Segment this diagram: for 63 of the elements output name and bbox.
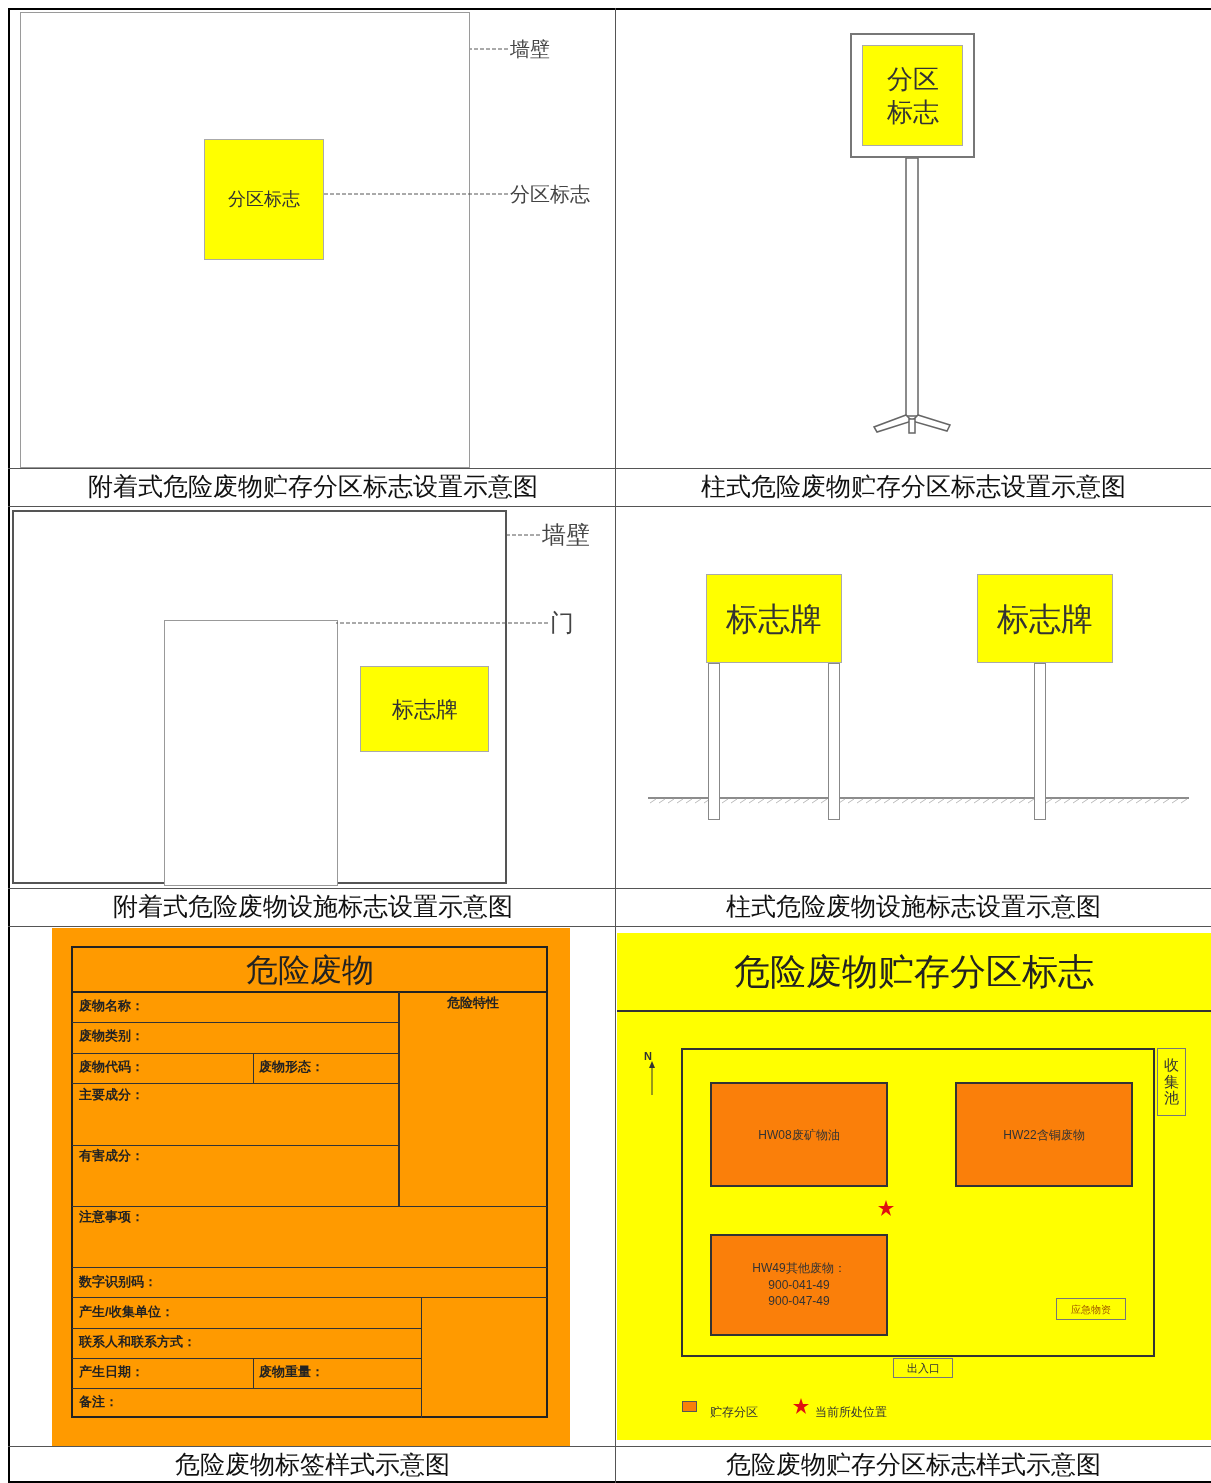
north-label: N (644, 1050, 652, 1062)
caption: 柱式危险废物设施标志设置示意图 (725, 892, 1101, 923)
leader-line (506, 534, 541, 536)
callout-label: 墙壁 (542, 520, 602, 550)
pool-label: 收集池 (1164, 1057, 1179, 1107)
sign-text: HW49其他废物： (752, 1259, 846, 1277)
facility-sign (360, 666, 489, 752)
caption: 附着式危险废物设施标志设置示意图 (112, 892, 513, 923)
field-label: 产生/收集单位： (79, 1305, 174, 1318)
sign-text: 900-041-49 (768, 1276, 830, 1294)
pool-box (1157, 1048, 1186, 1116)
wall-outline (20, 12, 470, 468)
storage-zone (955, 1082, 1133, 1187)
leader-line (469, 48, 509, 50)
supplies-box (1056, 1298, 1126, 1320)
waste-label-card (71, 946, 548, 1418)
field-label: 注意事项： (79, 1210, 144, 1223)
caption: 附着式危险废物贮存分区标志设置示意图 (87, 472, 538, 503)
sign-text: 分区标志 (228, 188, 300, 211)
sign-text: HW08废矿物油 (758, 1126, 840, 1144)
field-label: 联系人和联系方式： (79, 1335, 196, 1348)
field-label: 备注： (79, 1395, 118, 1408)
field-label: 废物重量： (259, 1365, 324, 1378)
storage-zone (710, 1234, 888, 1336)
sign-frame (850, 33, 975, 158)
wall-outline (12, 510, 507, 884)
zone-sign (204, 139, 324, 260)
callout-label: 门 (550, 609, 580, 637)
field-label: 有害成分： (79, 1149, 144, 1162)
sign-text: 标志牌 (997, 599, 1093, 639)
leader-line (335, 622, 549, 624)
facility-sign (977, 574, 1113, 663)
sign-text: 分区标志 (885, 63, 940, 128)
door-outline (164, 620, 338, 886)
label-heading: 危险废物 (245, 950, 374, 990)
field-label: 主要成分： (79, 1088, 144, 1101)
legend-text: 当前所处位置 (815, 1405, 887, 1419)
field-label: 废物类别： (79, 1029, 144, 1042)
storage-area-outline (681, 1048, 1155, 1357)
storage-zone (710, 1082, 888, 1187)
leader-line (322, 193, 509, 195)
sign-text: 应急物资 (1071, 1302, 1111, 1317)
sign-text: 出入口 (906, 1360, 940, 1376)
facility-sign (706, 574, 842, 663)
callout-label: 墙壁 (510, 36, 562, 62)
caption: 危险废物贮存分区标志样式示意图 (725, 1449, 1101, 1480)
sign-text: 标志牌 (726, 599, 822, 639)
zone-board (617, 933, 1211, 1440)
field-label: 废物名称： (79, 999, 144, 1012)
field-label: 危险特性 (446, 996, 500, 1009)
board-title: 危险废物贮存分区标志 (734, 949, 1094, 994)
sign-text: 900-047-49 (768, 1293, 830, 1311)
sign-text: HW22含铜废物 (1003, 1126, 1085, 1144)
sign-text: 标志牌 (391, 695, 458, 724)
caption: 危险废物标签样式示意图 (175, 1449, 450, 1480)
callout-label: 分区标志 (510, 180, 608, 208)
caption: 柱式危险废物贮存分区标志设置示意图 (700, 472, 1126, 503)
field-label: 产生日期： (79, 1365, 144, 1378)
field-label: 废物形态： (259, 1060, 324, 1073)
field-label: 废物代码： (79, 1060, 144, 1073)
field-label: 数字识别码： (79, 1275, 157, 1288)
legend-text: 贮存分区 (710, 1405, 758, 1419)
entrance-box (893, 1358, 953, 1378)
